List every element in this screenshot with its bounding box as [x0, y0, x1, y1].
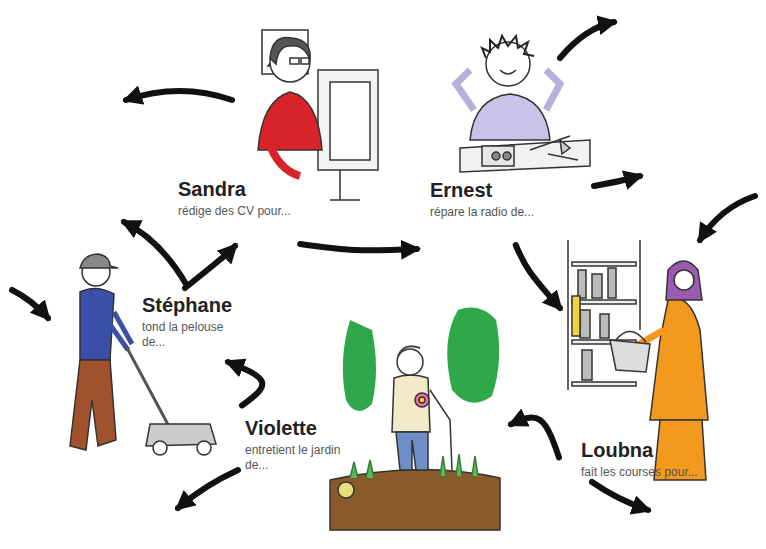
- ernest-figure: [456, 36, 590, 172]
- person-name: Stéphane: [142, 294, 238, 317]
- person-node: Violette entretient le jardin de...: [240, 295, 505, 530]
- loubna-figure: [568, 240, 708, 480]
- person-name: Loubna: [581, 439, 698, 462]
- task-text: rédige des CV pour...: [178, 204, 291, 219]
- task-text: tond la pelouse de...: [142, 320, 238, 350]
- flow-arrow: [516, 245, 560, 308]
- person-node: Stéphane tond la pelouse de...: [140, 292, 240, 356]
- flow-arrow: [300, 244, 417, 250]
- person-node: Ernest répare la radio de...: [425, 15, 590, 241]
- text-group: Violette entretient le jardin de...: [243, 415, 347, 475]
- person-node: Sandra rédige des CV pour...: [172, 10, 382, 240]
- task-text: répare la radio de...: [430, 205, 534, 220]
- task-text: fait les courses pour...: [581, 465, 698, 480]
- flow-arrow: [185, 246, 235, 288]
- violette-figure: [330, 308, 500, 530]
- flow-arrow: [511, 418, 559, 458]
- loose-arrow: [12, 22, 755, 510]
- text-group: Loubna fait les courses pour...: [579, 437, 700, 482]
- person-node: Loubna fait les courses pour...: [565, 235, 730, 516]
- text-group: Ernest répare la radio de...: [428, 177, 536, 222]
- task-text: entretient le jardin de...: [245, 443, 345, 473]
- sandra-figure: [258, 30, 378, 200]
- person-name: Sandra: [178, 178, 291, 201]
- person-name: Violette: [245, 417, 345, 440]
- flow-arrow: [228, 362, 262, 405]
- text-group: Sandra rédige des CV pour...: [176, 176, 293, 221]
- text-group: Stéphane tond la pelouse de...: [140, 292, 240, 352]
- person-name: Ernest: [430, 179, 534, 202]
